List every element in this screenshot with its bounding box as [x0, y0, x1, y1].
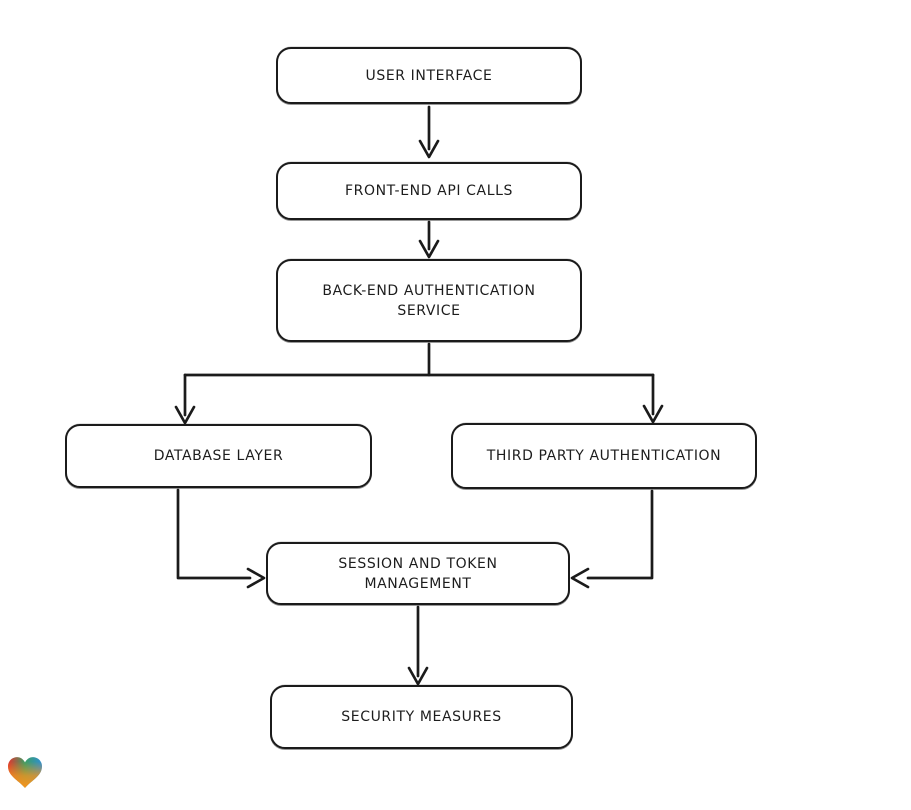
node-back-end-authentication-service: BACK-END AUTHENTICATION SERVICE — [276, 259, 582, 342]
node-session-and-token-management: SESSION AND TOKEN MANAGEMENT — [266, 542, 570, 605]
edge-back-end-authentication-branch — [174, 342, 664, 425]
node-user-interface: USER INTERFACE — [276, 47, 582, 104]
edge-user-interface-to-front-end-api-calls — [418, 105, 440, 159]
node-back-end-authentication-service-label: BACK-END AUTHENTICATION SERVICE — [322, 282, 536, 319]
heart-icon — [8, 757, 42, 788]
node-front-end-api-calls: FRONT-END API CALLS — [276, 162, 582, 220]
edge-database-layer-to-session-management — [176, 488, 266, 589]
node-third-party-authentication-label: THIRD PARTY AUTHENTICATION — [486, 448, 722, 464]
node-session-and-token-management-label: SESSION AND TOKEN MANAGEMENT — [338, 555, 498, 592]
node-third-party-authentication: THIRD PARTY AUTHENTICATION — [451, 423, 757, 489]
node-security-measures: SECURITY MEASURES — [270, 685, 573, 749]
edge-third-party-to-session-management — [570, 489, 654, 589]
node-security-measures-label: SECURITY MEASURES — [341, 709, 502, 725]
node-user-interface-label: USER INTERFACE — [365, 67, 493, 84]
node-front-end-api-calls-label: FRONT-END API CALLS — [345, 183, 513, 199]
node-database-layer-label: DATABASE LAYER — [153, 448, 284, 464]
edge-session-management-to-security-measures — [407, 605, 429, 686]
edge-front-end-api-calls-to-back-end-authentication — [418, 220, 440, 259]
node-database-layer: DATABASE LAYER — [65, 424, 372, 488]
